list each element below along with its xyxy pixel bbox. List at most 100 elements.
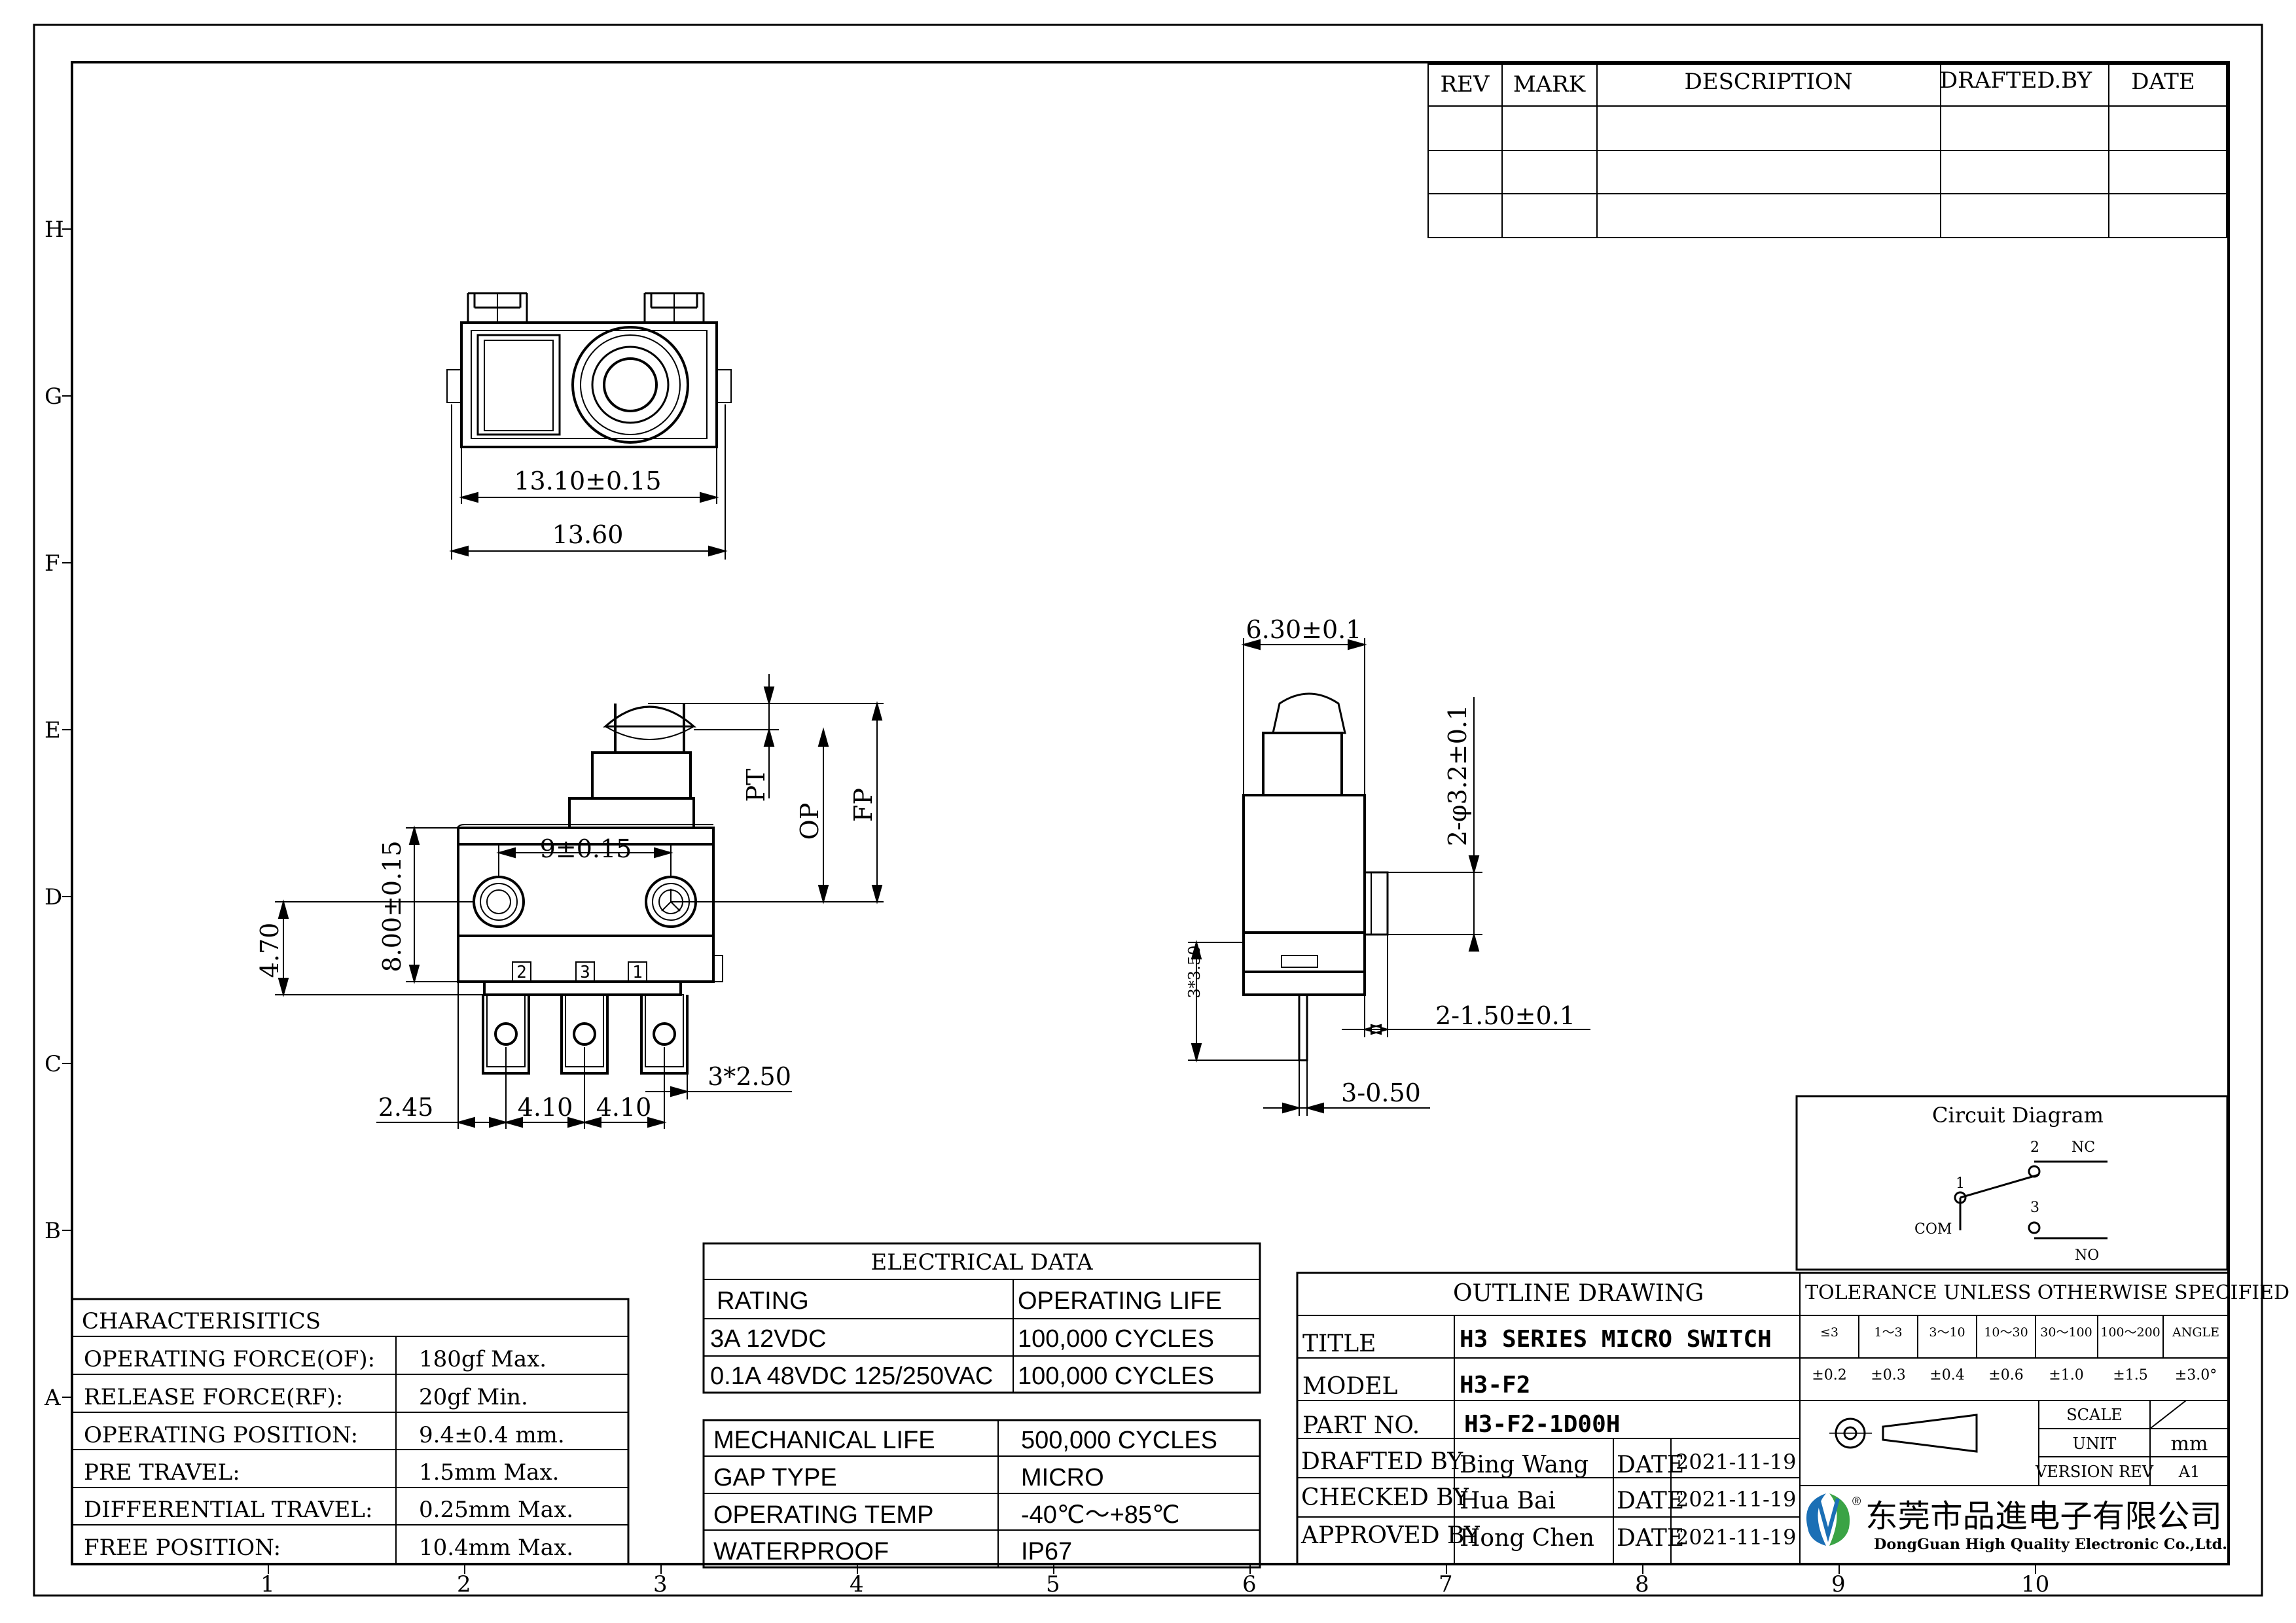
mech-value-temp: -40℃～+85℃ bbox=[1021, 1501, 1180, 1529]
tol-value-angle: ±3.0° bbox=[2175, 1367, 2217, 1383]
grid-col-1: 1 bbox=[260, 1571, 275, 1597]
grid-row-a: A bbox=[44, 1385, 61, 1411]
approved-by-label: APPROVED BY bbox=[1300, 1522, 1480, 1549]
description-header: DESCRIPTION bbox=[1684, 69, 1852, 95]
circuit-com-label: COM bbox=[1914, 1221, 1952, 1238]
grid-row-h: H bbox=[45, 217, 64, 243]
tol-value-2: ±0.3 bbox=[1871, 1367, 1905, 1383]
electrical-life-2: 100,000 CYCLES bbox=[1018, 1363, 1214, 1390]
mech-label-gap: GAP TYPE bbox=[713, 1464, 837, 1491]
dim-pt: PT bbox=[742, 769, 770, 802]
dim-side-terminal-length: 3*3.50 bbox=[1185, 946, 1204, 999]
grid-col-7: 7 bbox=[1439, 1571, 1453, 1597]
grid-row-g: G bbox=[45, 383, 62, 410]
grid-col-5: 5 bbox=[1046, 1571, 1060, 1597]
grid-row-f: F bbox=[45, 550, 60, 577]
grid-col-6: 6 bbox=[1242, 1571, 1257, 1597]
tol-range-3: 3～10 bbox=[1929, 1325, 1965, 1340]
tol-value-3: ±0.4 bbox=[1929, 1367, 1964, 1383]
drafted-by-label: DRAFTED BY bbox=[1301, 1448, 1463, 1475]
char-label-rf: RELEASE FORCE(RF): bbox=[84, 1384, 343, 1410]
drafted-name: Bing Wang bbox=[1460, 1452, 1588, 1478]
grid-col-3: 3 bbox=[653, 1571, 668, 1597]
side-view bbox=[1242, 692, 1389, 1061]
drafted-date-label: DATE bbox=[1617, 1452, 1684, 1478]
tolerance-heading: TOLERANCE UNLESS OTHERWISE SPECIFIED bbox=[1805, 1281, 2289, 1304]
part-no-label: PART NO. bbox=[1302, 1412, 1420, 1439]
checked-by-label: CHECKED BY bbox=[1301, 1484, 1469, 1511]
unit-label: UNIT bbox=[2073, 1435, 2117, 1453]
tol-range-5: 30～100 bbox=[2040, 1325, 2092, 1340]
title-label: TITLE bbox=[1302, 1330, 1376, 1357]
dim-top-width: 13.60 bbox=[552, 520, 624, 549]
char-label-op: OPERATING POSITION: bbox=[84, 1422, 358, 1448]
scale-label: SCALE bbox=[2066, 1406, 2123, 1424]
front-view-dims bbox=[275, 674, 884, 1129]
version-rev-value: A1 bbox=[2178, 1463, 2200, 1481]
checked-date-label: DATE bbox=[1617, 1488, 1684, 1514]
checked-name: Hua Bai bbox=[1460, 1488, 1556, 1514]
characteristics-table: CHARACTERISITICS OPERATING FORCE(OF): 18… bbox=[71, 1298, 630, 1565]
electrical-header-life: OPERATING LIFE bbox=[1018, 1287, 1222, 1315]
grid-col-10: 10 bbox=[2021, 1571, 2049, 1597]
dim-side-terminal-thickness: 3-0.50 bbox=[1341, 1079, 1421, 1107]
unit-value: mm bbox=[2171, 1433, 2208, 1455]
outer-frame bbox=[33, 24, 2263, 1597]
tol-range-4: 10～30 bbox=[1984, 1325, 2028, 1340]
title-value: H3 SERIES MICRO SWITCH bbox=[1460, 1326, 1772, 1353]
dim-side-width: 6.30±0.1 bbox=[1246, 615, 1362, 644]
characteristics-title: CHARACTERISITICS bbox=[82, 1308, 321, 1334]
tol-value-6: ±1.5 bbox=[2113, 1367, 2147, 1383]
dim-side-hole: 2-φ3.2±0.1 bbox=[1443, 705, 1472, 846]
part-no-value: H3-F2-1D00H bbox=[1464, 1411, 1620, 1438]
circuit-no-label: NO bbox=[2075, 1247, 2099, 1264]
tol-range-1: ≤3 bbox=[1820, 1325, 1839, 1340]
terminal-label-1: 1 bbox=[632, 963, 643, 982]
circuit-diagram: Circuit Diagram 2 NC 1 COM 3 NO bbox=[1795, 1095, 2229, 1271]
char-value-fp: 10.4mm Max. bbox=[419, 1535, 573, 1561]
grid-row-d: D bbox=[45, 884, 62, 910]
model-label: MODEL bbox=[1302, 1373, 1398, 1400]
grid-col-2: 2 bbox=[457, 1571, 471, 1597]
dim-fp: FP bbox=[849, 788, 878, 822]
grid-col-4: 4 bbox=[850, 1571, 864, 1597]
grid-col-9: 9 bbox=[1831, 1571, 1846, 1597]
char-value-dt: 0.25mm Max. bbox=[419, 1497, 573, 1523]
char-value-pt: 1.5mm Max. bbox=[419, 1459, 559, 1486]
circuit-pin-3: 3 bbox=[2030, 1200, 2039, 1216]
front-view bbox=[457, 704, 723, 1075]
registered-mark: ® bbox=[1852, 1495, 1861, 1508]
mark-header: MARK bbox=[1513, 71, 1586, 98]
grid-row-c: C bbox=[45, 1051, 62, 1077]
dim-pitch-2: 4.10 bbox=[596, 1093, 652, 1122]
outline-drawing-heading: OUTLINE DRAWING bbox=[1453, 1280, 1704, 1307]
dim-side-thickness: 2-1.50±0.1 bbox=[1435, 1001, 1575, 1030]
electrical-life-1: 100,000 CYCLES bbox=[1018, 1325, 1214, 1353]
char-label-fp: FREE POSITION: bbox=[84, 1535, 281, 1561]
mech-label-waterproof: WATERPROOF bbox=[713, 1538, 889, 1565]
projection-symbol-icon bbox=[1829, 1414, 1978, 1453]
grid-labels bbox=[62, 228, 2036, 1574]
dim-hole-spacing: 9±0.15 bbox=[540, 834, 632, 863]
mech-value-waterproof: IP67 bbox=[1021, 1538, 1072, 1565]
top-view-dims bbox=[449, 404, 728, 560]
circuit-pin-2: 2 bbox=[2030, 1139, 2039, 1156]
char-label-of: OPERATING FORCE(OF): bbox=[84, 1346, 375, 1372]
electrical-title: ELECTRICAL DATA bbox=[870, 1249, 1093, 1275]
tol-value-5: ±1.0 bbox=[2049, 1367, 2083, 1383]
dim-op: OP bbox=[795, 803, 824, 840]
date-header: DATE bbox=[2131, 69, 2195, 95]
tol-value-4: ±0.6 bbox=[1988, 1367, 2023, 1383]
electrical-header-rating: RATING bbox=[717, 1287, 809, 1315]
dim-height: 4.70 bbox=[255, 923, 284, 978]
char-value-rf: 20gf Min. bbox=[419, 1384, 528, 1410]
company-name-en: DongGuan High Quality Electronic Co.,Ltd… bbox=[1874, 1536, 2227, 1553]
grid-col-8: 8 bbox=[1635, 1571, 1649, 1597]
electrical-data-table: ELECTRICAL DATA RATING OPERATING LIFE 3A… bbox=[702, 1242, 1261, 1394]
dim-left-offset: 2.45 bbox=[378, 1093, 434, 1122]
title-block: OUTLINE DRAWING TITLE MODEL PART NO. DRA… bbox=[1296, 1272, 2289, 1565]
char-label-dt: DIFFERENTIAL TRAVEL: bbox=[84, 1497, 372, 1523]
circuit-title: Circuit Diagram bbox=[1932, 1103, 2104, 1128]
char-value-op: 9.4±0.4 mm. bbox=[419, 1422, 565, 1448]
mech-value-life: 500,000 CYCLES bbox=[1021, 1427, 1217, 1454]
